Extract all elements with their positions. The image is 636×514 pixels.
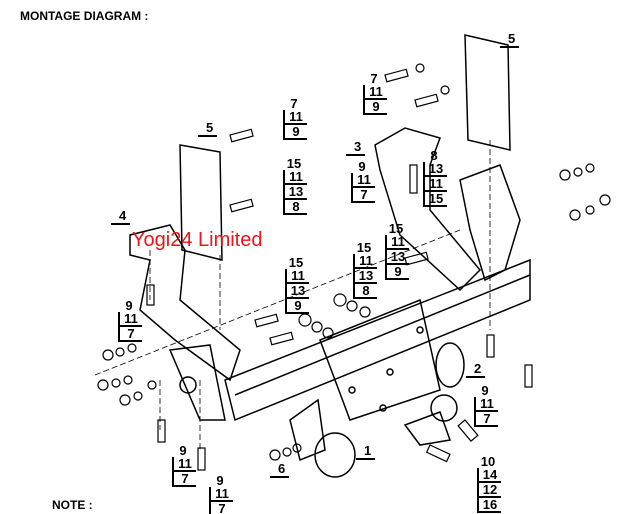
part-label-4: 4 [111,208,131,225]
part-label-1: 1 [356,443,376,460]
part-reference-number: 11 [172,457,196,472]
part-reference-number: 15 [286,156,302,171]
part-reference-number: 9 [385,265,409,280]
part-reference-number: 11 [209,487,233,502]
part-reference-number: 7 [209,502,233,514]
part-reference-number: 11 [363,85,387,100]
part-reference-number: 7 [474,412,498,427]
part-reference-number: 11 [474,397,498,412]
tow-ball-cover [435,342,465,388]
part-reference-number: 15 [356,240,372,255]
part-reference-number: 13 [385,250,409,265]
part-reference-number: 9 [363,100,387,115]
crossbar [224,258,531,422]
part-reference-number: 9 [285,299,309,314]
part-reference-number: 7 [290,96,298,111]
part-reference-number: 9 [358,159,366,174]
part-reference-number: 13 [353,269,377,284]
part-reference-number: 14 [477,468,501,483]
part-reference-number: 7 [370,71,378,86]
part-reference-number: 9 [283,125,307,140]
part-label-3: 3 [346,139,366,156]
note-label: NOTE : [52,498,93,512]
plate-left [179,144,223,261]
watermark: Yogi24 Limited [132,229,263,251]
part-reference-number: 7 [118,327,142,342]
part-label-5-left: 5 [198,120,218,137]
part-reference-number: 11 [283,110,307,125]
part-reference-number: 15 [423,192,447,207]
part-reference-number: 11 [285,269,309,284]
bracket-left [129,224,241,382]
part-reference-number: 8 [353,284,377,299]
part-reference-number: 13 [283,185,307,200]
part-reference-number: 9 [216,473,224,488]
part-reference-number: 7 [351,188,375,203]
part-reference-number: 15 [388,221,404,236]
part-reference-number: 12 [477,483,501,498]
part-reference-number: 7 [172,472,196,487]
bracket-3 [374,127,482,292]
part-reference-number: 10 [480,454,496,469]
part-reference-number: 11 [353,254,377,269]
part-label-2: 2 [466,361,486,378]
part-reference-number: 8 [430,148,438,163]
part-reference-number: 16 [477,498,501,513]
part-reference-number: 11 [385,235,409,250]
part-reference-number: 13 [423,162,447,177]
part-reference-number: 11 [351,173,375,188]
bracket-right [459,164,521,282]
plate-right [464,34,511,151]
part-reference-number: 9 [125,298,133,313]
part-reference-number: 8 [283,200,307,215]
part-reference-number: 13 [285,284,309,299]
part-reference-number: 15 [288,255,304,270]
part-reference-number: 9 [179,443,187,458]
diagram-title: MONTAGE DIAGRAM : [20,9,149,23]
part-label-6: 6 [270,461,290,478]
part-reference-number: 11 [423,177,447,192]
center-plate [319,298,441,421]
part-label-5-right: 5 [500,31,520,48]
electrical-socket [314,432,356,478]
part-reference-number: 11 [283,170,307,185]
socket-plate [289,398,326,462]
part-reference-number: 11 [118,312,142,327]
tow-ball [430,394,458,422]
part-reference-number: 9 [481,383,489,398]
